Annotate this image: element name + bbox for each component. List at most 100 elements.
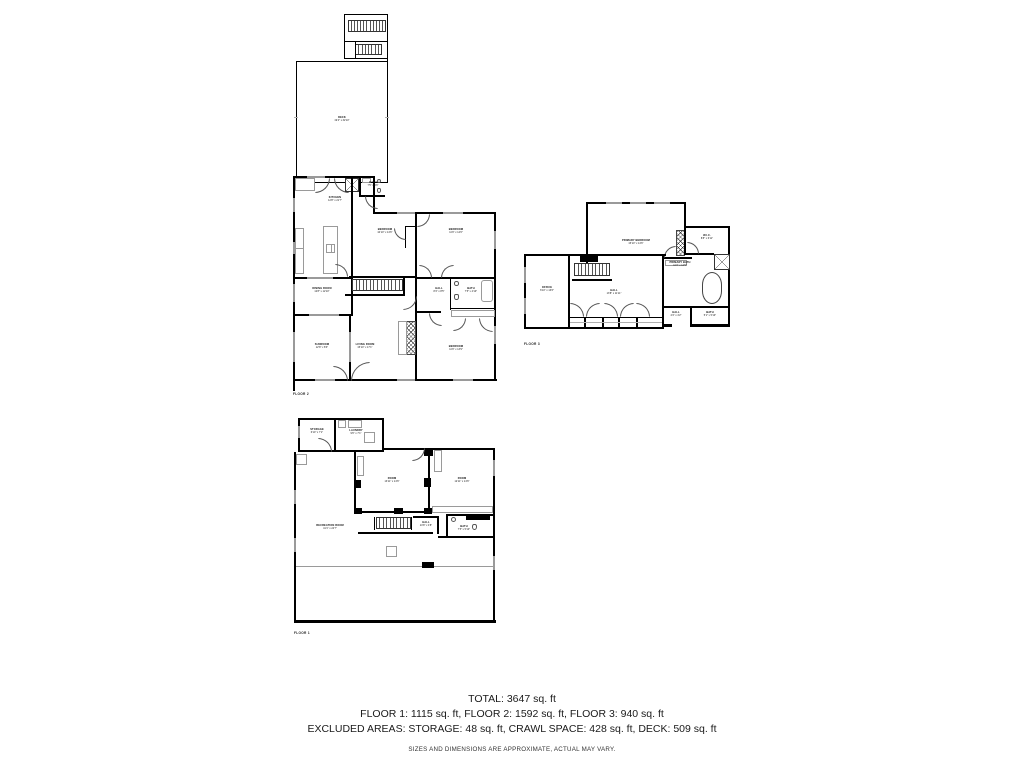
- f3-wic-wall-left: [684, 226, 686, 254]
- f3-primary-bedroom-name: PRIMARY BEDROOM: [622, 239, 650, 242]
- floor2-label: FLOOR 2: [293, 392, 309, 396]
- f2-window-left-3: [293, 284, 296, 302]
- f1-blk-2: [424, 478, 431, 487]
- f1-wall-left: [294, 452, 297, 623]
- f3-closet-swing-3: [604, 303, 618, 317]
- f2-hall-door-swing-2: [441, 265, 454, 278]
- f3-office-wall-bottom: [524, 327, 664, 330]
- deck-stair-outline-left: [344, 14, 345, 58]
- f3-hall-dimensions: 13'8" x 11'11": [606, 292, 622, 296]
- deck-plan: DECK 19'4" x 32'10": [292, 14, 404, 184]
- f1-laundry-unit-1: [338, 420, 346, 428]
- f2-bath-top-wc: [377, 188, 381, 193]
- f3-hall-label: HALL 13'8" x 11'11": [606, 289, 622, 296]
- f1-room2-closet: [434, 450, 442, 472]
- f1-bath-dimensions: 7'5" x 5'10": [457, 528, 471, 532]
- f1-window-right-2: [493, 556, 496, 570]
- f2-window-top-2: [397, 212, 415, 215]
- f1-window-left-1: [294, 490, 297, 504]
- f2-sunroom-name: SUNROOM: [314, 343, 330, 346]
- f1-hall-dimensions: 14'8" x 4'8": [419, 524, 433, 528]
- f3-office-wall-top: [524, 254, 588, 257]
- f2-wall-hall-left: [415, 277, 417, 313]
- f1-wall-bottom: [294, 620, 496, 623]
- f3-closet-swing-1: [570, 303, 584, 317]
- f3-hall2-name: HALL: [672, 311, 680, 314]
- f2-window-left-2: [293, 242, 296, 254]
- f1-top-wall: [298, 418, 384, 420]
- f2-kitchen-label: KITCHEN 12'8" x 21'7": [328, 196, 342, 203]
- f2-kitchen-counter-top: [295, 178, 315, 191]
- f2-bath-top-name: BATH: [369, 181, 377, 184]
- f2-living-dimensions: 15'10" x 17'1": [357, 346, 373, 350]
- deck-rail-tick-left: [294, 117, 298, 118]
- f2-hall-door-swing-1: [419, 265, 432, 278]
- f1-room2-name: ROOM: [457, 477, 467, 480]
- f1-blk-5: [394, 508, 403, 514]
- f1-blk-7: [422, 562, 434, 568]
- f1-crawl-divider: [296, 566, 493, 567]
- f2-bedroom2-dimensions: 11'9" x 14'6": [449, 231, 463, 235]
- f3-pbath-wall-top: [662, 257, 692, 259]
- f1-blk-4: [354, 508, 362, 514]
- f3-office-wall-left: [524, 254, 527, 329]
- f2-window-bottom-2: [397, 379, 417, 382]
- floor1-plan: STORAGE 6'10" x 7'1" LAUNDRY 9'6" x 7'1": [294, 418, 496, 635]
- f2-fireplace-box: [398, 321, 407, 355]
- f1-bath-wall-bottom: [438, 536, 493, 538]
- f3-office-name: OFFICE: [541, 286, 553, 289]
- f3-primary-tub: [702, 272, 722, 304]
- f2-bed-closet-wall: [405, 226, 417, 228]
- deck-stair-outline-bottom: [344, 58, 388, 59]
- f1-blk-6: [424, 508, 432, 514]
- deck-stair-outline-leftlow: [344, 41, 345, 59]
- f2-sun-wall-bottom-corner-r: [349, 362, 352, 381]
- f2-bedroom2-label: BEDROOM 11'9" x 14'6": [449, 228, 463, 235]
- f2-bath2-wall-bottom: [450, 308, 496, 310]
- f3-wic-dimensions: 8'8" x 6'11": [700, 237, 714, 241]
- f2-dining-sun-opening: [309, 314, 339, 316]
- excluded-areas-line: EXCLUDED AREAS: STORAGE: 48 sq. ft, CRAW…: [307, 723, 717, 736]
- f3-closet-div-1: [584, 317, 586, 329]
- f1-window-left-2: [294, 538, 297, 552]
- f2-bedroom3-label: BEDROOM 11'9" x 13'9": [449, 345, 463, 352]
- f2-bath-top-dimensions: 7'5" x 4'6": [367, 184, 379, 188]
- f2-window-top-3: [443, 212, 463, 215]
- f3-office-window-2: [524, 298, 527, 314]
- f3-wic-wall-top: [684, 226, 730, 228]
- f2-sun-wall-bottom-corner-l: [293, 362, 296, 381]
- f2-kitchen-dining-opening: [307, 277, 333, 280]
- f3-closet-swing-2: [586, 303, 600, 317]
- f3-closet-row-line: [568, 317, 663, 319]
- f2-fireplace-hatch: [406, 321, 416, 355]
- f1-left-notch: [296, 454, 307, 465]
- f2-hall-dimensions: 8'4" x 8'5": [433, 290, 445, 294]
- deck-dimensions: 19'4" x 32'10": [334, 119, 350, 123]
- f3-blk-bottom-right: [690, 324, 730, 327]
- f2-stair-wall-top: [349, 276, 415, 278]
- f2-bath-top-sink: [377, 179, 381, 183]
- f1-hall-label: HALL 14'8" x 4'8": [419, 521, 433, 528]
- f3-blk-bottom-mid: [662, 324, 672, 327]
- f1-hall-wall-top: [413, 516, 439, 518]
- f1-stair-rail: [358, 532, 433, 534]
- f3-primary-bath-name: PRIMARY BATH: [669, 261, 691, 264]
- f3-bath-label: BATH 5'1" x 5'10": [703, 311, 717, 318]
- f2-bed3-door-swing: [453, 318, 466, 331]
- f3-office-window-1: [524, 267, 527, 283]
- f2-living-name: LIVING ROOM: [355, 343, 375, 346]
- f1-room1-name: ROOM: [387, 477, 397, 480]
- f1-room1-wall-bottom: [354, 511, 430, 514]
- f2-bath2-sink: [454, 281, 459, 286]
- f3-closet-div-2: [602, 317, 604, 329]
- f1-laundry-unit-3: [364, 432, 375, 443]
- f1-recreation-dimensions: 41'1" x 24'7": [323, 527, 337, 531]
- disclaimer-note: SIZES AND DIMENSIONS ARE APPROXIMATE, AC…: [408, 745, 616, 753]
- deck-stair-outline-top: [344, 14, 388, 15]
- f3-bath-dimensions: 5'1" x 5'10": [703, 314, 717, 318]
- f1-hall-wall-right: [437, 516, 439, 534]
- deck-label: DECK 19'4" x 32'10": [334, 116, 350, 123]
- f2-dining-dimensions: 12'8" x 12'10": [314, 290, 330, 294]
- f3-primary-bath-label: PRIMARY BATH 11'3" x 12'5": [669, 261, 691, 268]
